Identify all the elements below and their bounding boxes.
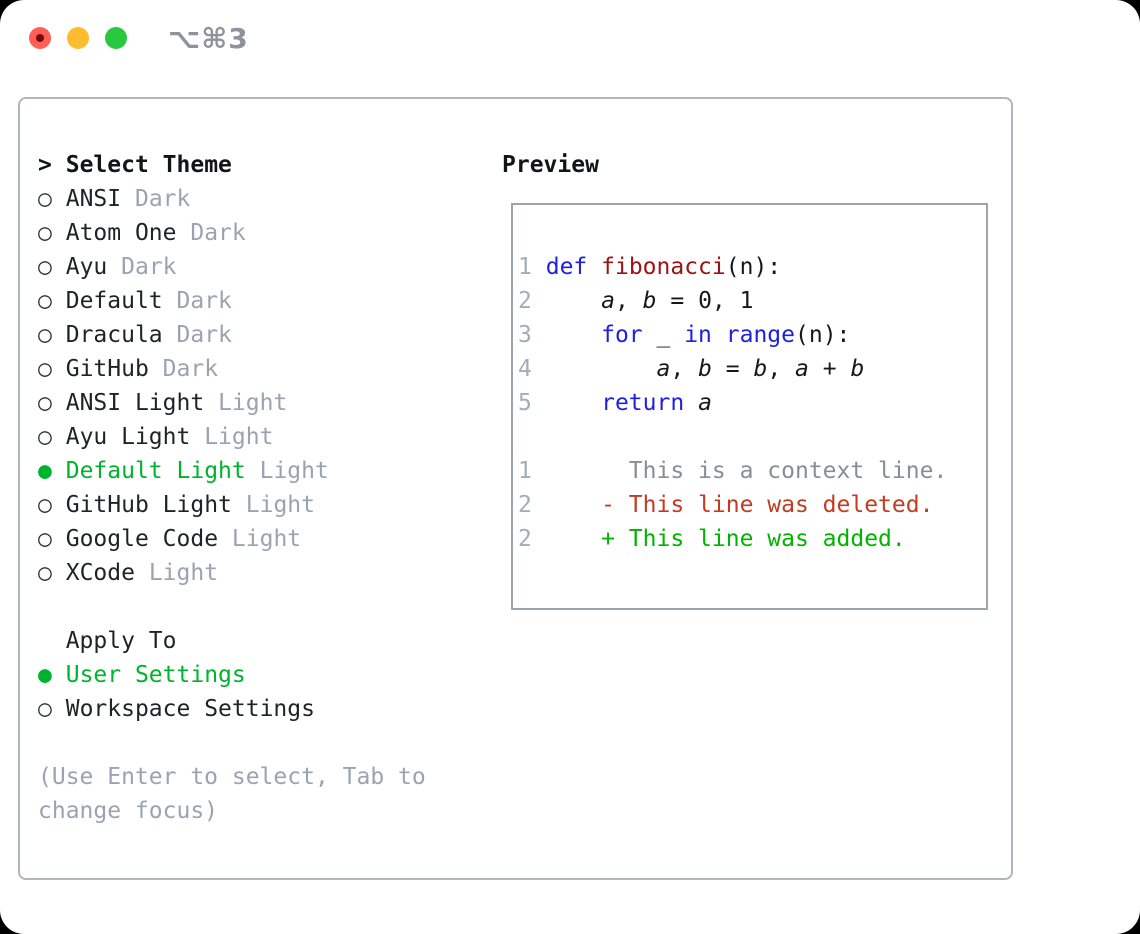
window-minimize-button[interactable] xyxy=(67,27,89,49)
theme-option-ansi-light[interactable]: ○ ANSI Light Light xyxy=(38,386,483,420)
theme-name: Default xyxy=(65,288,163,314)
radio-unselected-icon: ○ xyxy=(38,186,52,212)
radio-unselected-icon: ○ xyxy=(38,560,52,586)
theme-option-atom-one[interactable]: ○ Atom One Dark xyxy=(38,216,483,250)
theme-options-list: ○ ANSI Dark○ Atom One Dark○ Ayu Dark○ De… xyxy=(38,182,483,590)
theme-variant-tag: Light xyxy=(245,492,315,518)
theme-variant-tag: Dark xyxy=(162,356,219,382)
theme-name: Default Light xyxy=(65,458,246,484)
apply-option-label: User Settings xyxy=(65,662,246,688)
theme-name: Dracula xyxy=(65,322,163,348)
window-zoom-button[interactable] xyxy=(105,27,127,49)
radio-unselected-icon: ○ xyxy=(38,696,52,722)
apply-option-user-settings[interactable]: ● User Settings xyxy=(38,658,483,692)
focus-caret-icon: > xyxy=(38,152,52,178)
theme-variant-tag: Dark xyxy=(176,322,232,348)
radio-unselected-icon: ○ xyxy=(38,288,52,314)
radio-unselected-icon: ○ xyxy=(38,356,52,382)
radio-selected-icon: ● xyxy=(38,662,52,688)
theme-name: ANSI Light xyxy=(65,390,205,416)
theme-variant-tag: Light xyxy=(218,390,288,416)
theme-name: GitHub xyxy=(65,356,149,382)
theme-option-xcode[interactable]: ○ XCode Light xyxy=(38,556,483,590)
apply-to-options-list: ● User Settings○ Workspace Settings xyxy=(38,658,483,726)
theme-name: ANSI xyxy=(65,186,122,212)
select-theme-header: > Select Theme xyxy=(38,148,483,182)
theme-variant-tag: Dark xyxy=(134,186,191,212)
select-theme-title: Select Theme xyxy=(65,152,232,178)
theme-name: Ayu Light xyxy=(65,424,191,450)
theme-picker-panel: > Select Theme ○ ANSI Dark○ Atom One Dar… xyxy=(18,97,1013,880)
help-text: (Use Enter to select, Tab to change focu… xyxy=(38,764,426,824)
radio-unselected-icon: ○ xyxy=(38,424,52,450)
radio-unselected-icon: ○ xyxy=(38,492,52,518)
spacer xyxy=(38,726,483,760)
apply-option-label: Workspace Settings xyxy=(65,696,315,722)
theme-option-ansi[interactable]: ○ ANSI Dark xyxy=(38,182,483,216)
theme-preview-box: 1 def fibonacci(n): 2 a, b = 0, 1 3 for … xyxy=(511,203,988,610)
theme-option-default[interactable]: ○ Default Dark xyxy=(38,284,483,318)
radio-unselected-icon: ○ xyxy=(38,322,52,348)
radio-selected-icon: ● xyxy=(38,458,52,484)
theme-variant-tag: Light xyxy=(231,526,302,552)
theme-variant-tag: Dark xyxy=(176,288,232,314)
radio-unselected-icon: ○ xyxy=(38,526,52,552)
window-titlebar: ⌥⌘3 xyxy=(0,0,1140,97)
theme-name: GitHub Light xyxy=(65,492,232,518)
theme-variant-tag: Light xyxy=(204,424,274,450)
window-close-button[interactable] xyxy=(29,27,51,49)
theme-variant-tag: Light xyxy=(259,458,329,484)
window-title: ⌥⌘3 xyxy=(168,22,249,55)
radio-unselected-icon: ○ xyxy=(38,390,52,416)
theme-option-ayu[interactable]: ○ Ayu Dark xyxy=(38,250,483,284)
theme-option-google-code[interactable]: ○ Google Code Light xyxy=(38,522,483,556)
radio-unselected-icon: ○ xyxy=(38,254,52,280)
theme-option-default-light[interactable]: ● Default Light Light xyxy=(38,454,483,488)
theme-name: Atom One xyxy=(65,220,177,246)
theme-variant-tag: Dark xyxy=(190,220,246,246)
theme-name: Ayu xyxy=(65,254,108,280)
theme-option-github-light[interactable]: ○ GitHub Light Light xyxy=(38,488,483,522)
radio-unselected-icon: ○ xyxy=(38,220,52,246)
apply-to-header: Apply To xyxy=(38,624,483,658)
theme-name: Google Code xyxy=(65,526,219,552)
preview-code: 1 def fibonacci(n): 2 a, b = 0, 1 3 for … xyxy=(518,254,948,552)
close-dot-icon xyxy=(36,34,44,42)
theme-name: XCode xyxy=(65,560,135,586)
theme-option-ayu-light[interactable]: ○ Ayu Light Light xyxy=(38,420,483,454)
theme-variant-tag: Light xyxy=(148,560,219,586)
theme-option-dracula[interactable]: ○ Dracula Dark xyxy=(38,318,483,352)
theme-list-pane: > Select Theme ○ ANSI Dark○ Atom One Dar… xyxy=(38,148,483,828)
preview-header: Preview xyxy=(502,152,599,178)
apply-to-title: Apply To xyxy=(65,628,177,654)
theme-option-github[interactable]: ○ GitHub Dark xyxy=(38,352,483,386)
theme-variant-tag: Dark xyxy=(121,254,177,280)
apply-option-workspace-settings[interactable]: ○ Workspace Settings xyxy=(38,692,483,726)
spacer xyxy=(38,590,483,624)
